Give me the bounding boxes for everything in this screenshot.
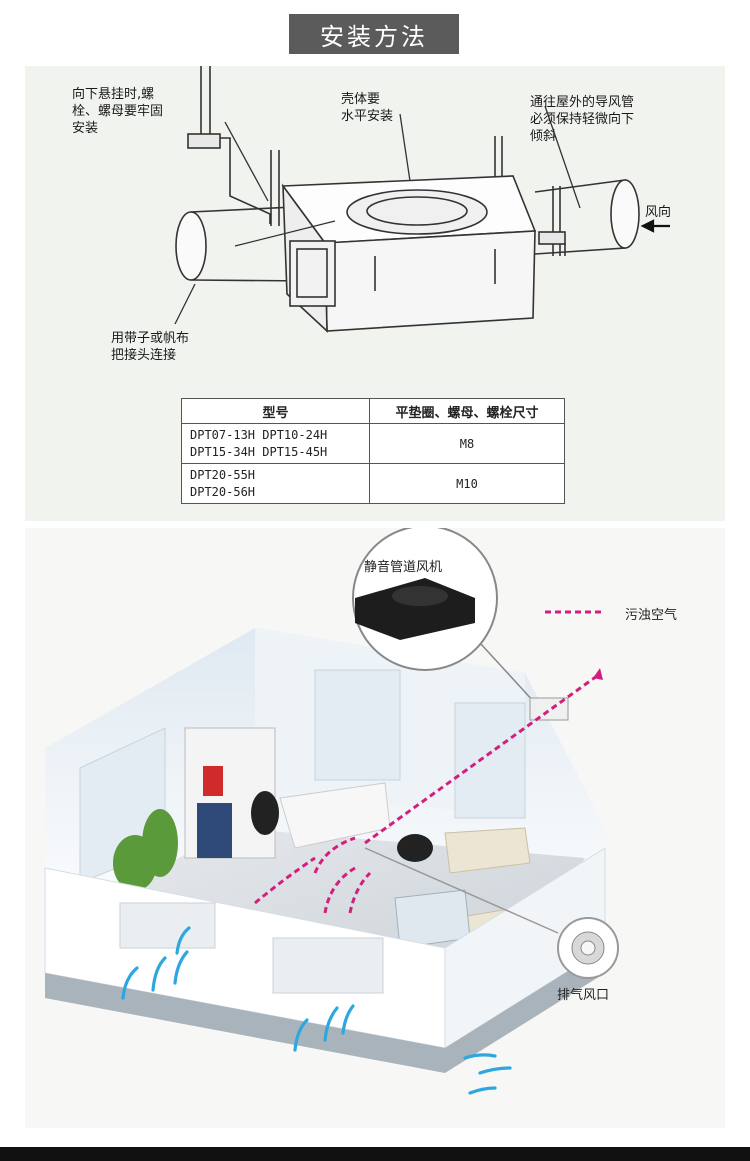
spec-header-model: 型号 [181, 398, 370, 424]
wind-direction-label: 风向 [645, 205, 672, 220]
table-row: DPT20-55H DPT20-56H M10 [181, 463, 565, 504]
duct-slope-note: 通往屋外的导风管 必须保持轻微向下 倾斜 [530, 95, 635, 144]
page-title-text: 安装方法 [320, 22, 428, 51]
exhaust-vent-label: 排气风口 [557, 988, 610, 1003]
spec-models-cell: DPT07-13H DPT10-24H DPT15-34H DPT15-45H [181, 423, 370, 464]
housing-note: 壳体要 水平安装 [341, 92, 394, 124]
spec-size-cell: M10 [369, 463, 565, 504]
table-row: DPT07-13H DPT10-24H DPT15-34H DPT15-45H … [181, 423, 565, 464]
room-ventilation-panel: 静音管道风机 污浊空气 排气风口 [25, 528, 725, 1128]
silent-duct-fan-label: 静音管道风机 [364, 560, 443, 575]
spec-table: 型号 平垫圈、螺母、螺栓尺寸 DPT07-13H DPT10-24H DPT15… [181, 398, 565, 504]
bolt-note: 向下悬挂时,螺 栓、螺母要牢固 安装 [72, 87, 164, 136]
spec-table-header-row: 型号 平垫圈、螺母、螺栓尺寸 [181, 398, 565, 424]
page-title: 安装方法 [289, 14, 459, 54]
dirty-air-label: 污浊空气 [625, 608, 678, 623]
spec-header-size: 平垫圈、螺母、螺栓尺寸 [369, 398, 565, 424]
connector-note: 用带子或帆布 把接头连接 [111, 331, 190, 363]
fan-installation-drawing [174, 66, 670, 333]
room-illustration [44, 528, 619, 1095]
spec-models-cell: DPT20-55H DPT20-56H [181, 463, 370, 504]
bottom-border [0, 1147, 750, 1161]
spec-size-cell: M8 [369, 423, 565, 464]
